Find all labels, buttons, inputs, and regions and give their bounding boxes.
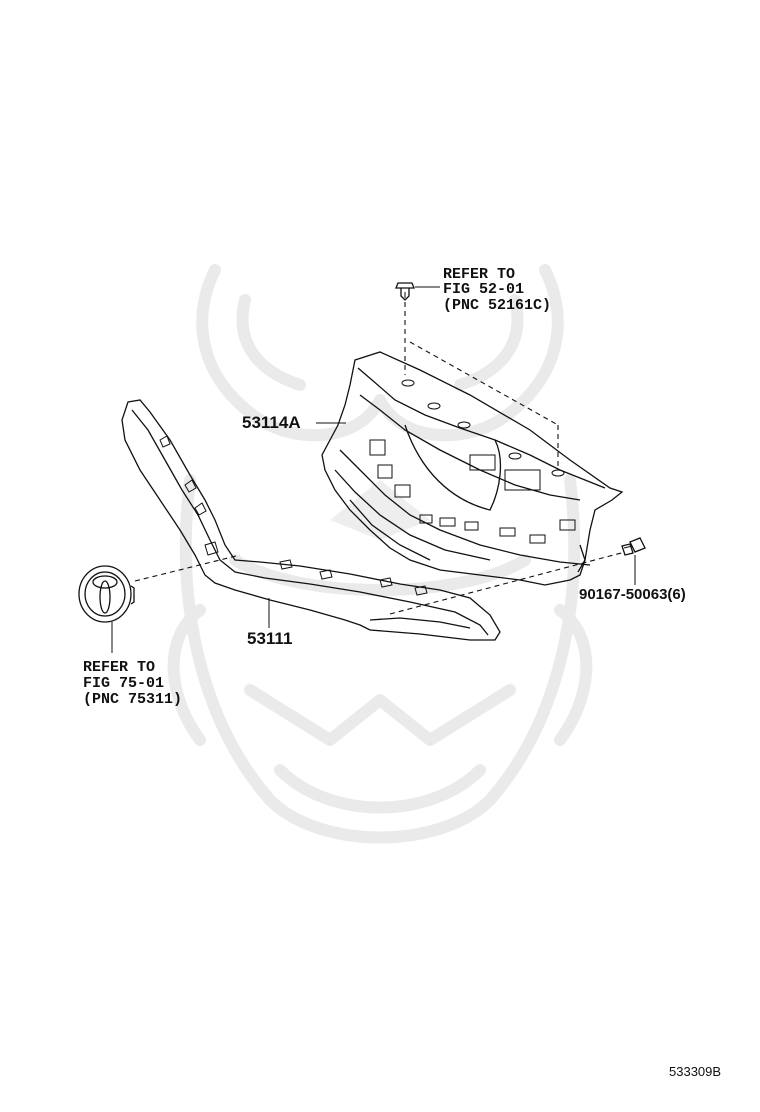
clip-refer-line2: FIG 52-01 <box>443 281 525 298</box>
bracket-part-number: 53114A <box>242 413 301 432</box>
watermark-logo <box>167 264 593 844</box>
emblem-icon <box>78 565 135 623</box>
molding-part-number: 53111 <box>247 629 293 648</box>
emblem-refer-line3: (PNC 75311) <box>83 691 183 708</box>
bracket-53114a-drawing <box>321 351 624 586</box>
emblem-dashed-line <box>134 554 241 582</box>
molding-screw-dashed-line <box>389 551 626 615</box>
illustration-code: 533309B <box>669 1064 722 1079</box>
grille-molding-53111-drawing <box>121 399 501 641</box>
clip-refer-line1: REFER TO <box>443 266 516 283</box>
screw-icon <box>621 537 646 556</box>
clip-icon <box>395 282 415 301</box>
clip-refer-line3: (PNC 52161C) <box>443 297 552 314</box>
screw-part-number: 90167-50063(6) <box>579 586 686 603</box>
bracket-dashed-line <box>409 341 559 426</box>
emblem-refer-line2: FIG 75-01 <box>83 675 165 692</box>
emblem-refer-line1: REFER TO <box>83 659 156 676</box>
